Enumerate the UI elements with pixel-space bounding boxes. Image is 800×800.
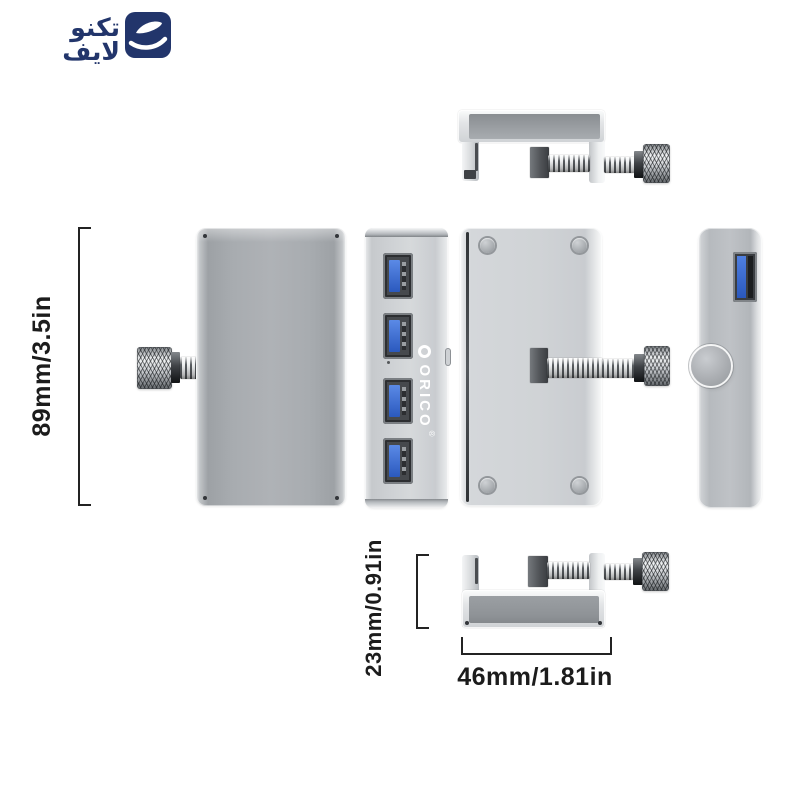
clamp-bottom-bar <box>462 590 605 628</box>
plate-screw-rod <box>547 358 603 378</box>
brand-swoosh-icon <box>125 12 171 58</box>
height-dimension-bracket <box>78 227 91 506</box>
clamp-screw-rod-outer <box>604 157 635 173</box>
clamp-thumbscrew-knob-bottom <box>642 552 669 591</box>
brand-name-line2: لايف <box>62 37 120 66</box>
brand-logo: تكنو لايف <box>0 0 200 80</box>
plate-screw <box>572 238 587 253</box>
thumbscrew-knob-face <box>691 346 731 386</box>
side-button <box>446 349 450 365</box>
plate-nut-block <box>530 348 548 383</box>
orico-circle-icon <box>418 345 432 359</box>
clamp-screw-collar-bottom <box>633 558 643 585</box>
corner-screw <box>598 621 602 625</box>
plate-screw <box>572 478 587 493</box>
usb-tongue <box>389 320 400 352</box>
usb-port-2 <box>383 313 413 359</box>
clamp-depth-dimension-label: 23mm/0.91in <box>361 539 386 677</box>
plate-edge-stripe <box>466 232 469 502</box>
clamp-right-arm-top <box>589 142 605 183</box>
clamp-top-bar-face <box>469 114 600 139</box>
thumbscrew-threaded-rod <box>180 357 198 379</box>
usb-pins <box>402 262 406 290</box>
plate-screw <box>480 238 495 253</box>
clamp-depth-dimension-bracket <box>416 554 429 629</box>
clamp-top-bar <box>458 110 605 143</box>
clamp-screw-rod-bottom-outer <box>604 564 634 580</box>
hub-back-view <box>196 228 346 506</box>
clamp-screw-collar <box>634 151 644 178</box>
hub-side-view <box>691 228 762 508</box>
clamp-width-dimension-bracket <box>461 637 612 655</box>
clamp-arm-edge <box>475 143 478 171</box>
plate-screw-rod-outer <box>602 359 635 378</box>
registered-mark: ® <box>427 430 436 437</box>
clamp-arm-edge <box>475 558 478 584</box>
clamp-screw-rod <box>548 155 590 172</box>
plate-thumbscrew-knob <box>644 346 670 386</box>
usb-tongue <box>389 445 400 477</box>
thumbscrew-knob <box>137 347 172 389</box>
usb-tongue <box>389 385 400 417</box>
usb-pins <box>402 447 406 475</box>
usb-tongue <box>389 260 400 292</box>
clamp-width-dimension-label: 46mm/1.81in <box>457 663 613 691</box>
clamp-screw-rod-bottom <box>547 562 590 579</box>
clamp-foot-pad <box>464 170 476 179</box>
clamp-thumbscrew-knob <box>643 144 670 183</box>
bottom-edge-cap <box>365 499 448 508</box>
clamp-nut-block-bottom <box>528 556 548 587</box>
corner-screw <box>465 621 469 625</box>
height-dimension-label: 89mm/3.5in <box>28 295 56 437</box>
hub-front-view <box>365 228 450 508</box>
usb-port-3 <box>383 378 413 424</box>
plate-screw-collar <box>634 354 645 382</box>
plate-screw <box>480 478 495 493</box>
clamp-nut-block <box>530 147 549 178</box>
orico-logo: ORICO ® <box>414 318 436 464</box>
usb-pins <box>402 387 406 415</box>
corner-screw <box>335 496 339 500</box>
orico-wordmark: ORICO <box>416 364 434 429</box>
side-usb-port <box>733 252 757 302</box>
corner-screw <box>203 496 207 500</box>
brand-name: تكنو لايف <box>36 13 120 66</box>
usb-port-1 <box>383 253 413 299</box>
clamp-bottom-bar-face <box>469 596 599 623</box>
corner-screw <box>335 234 339 238</box>
usb-slot <box>748 256 753 298</box>
corner-screw <box>203 234 207 238</box>
usb-pins <box>402 322 406 350</box>
usb-port-4 <box>383 438 413 484</box>
usb-tongue <box>737 256 746 298</box>
led-indicator <box>387 361 390 364</box>
thumbscrew-collar <box>171 352 180 383</box>
brand-name-line1: تكنو <box>70 13 120 42</box>
top-edge-cap <box>365 228 448 237</box>
